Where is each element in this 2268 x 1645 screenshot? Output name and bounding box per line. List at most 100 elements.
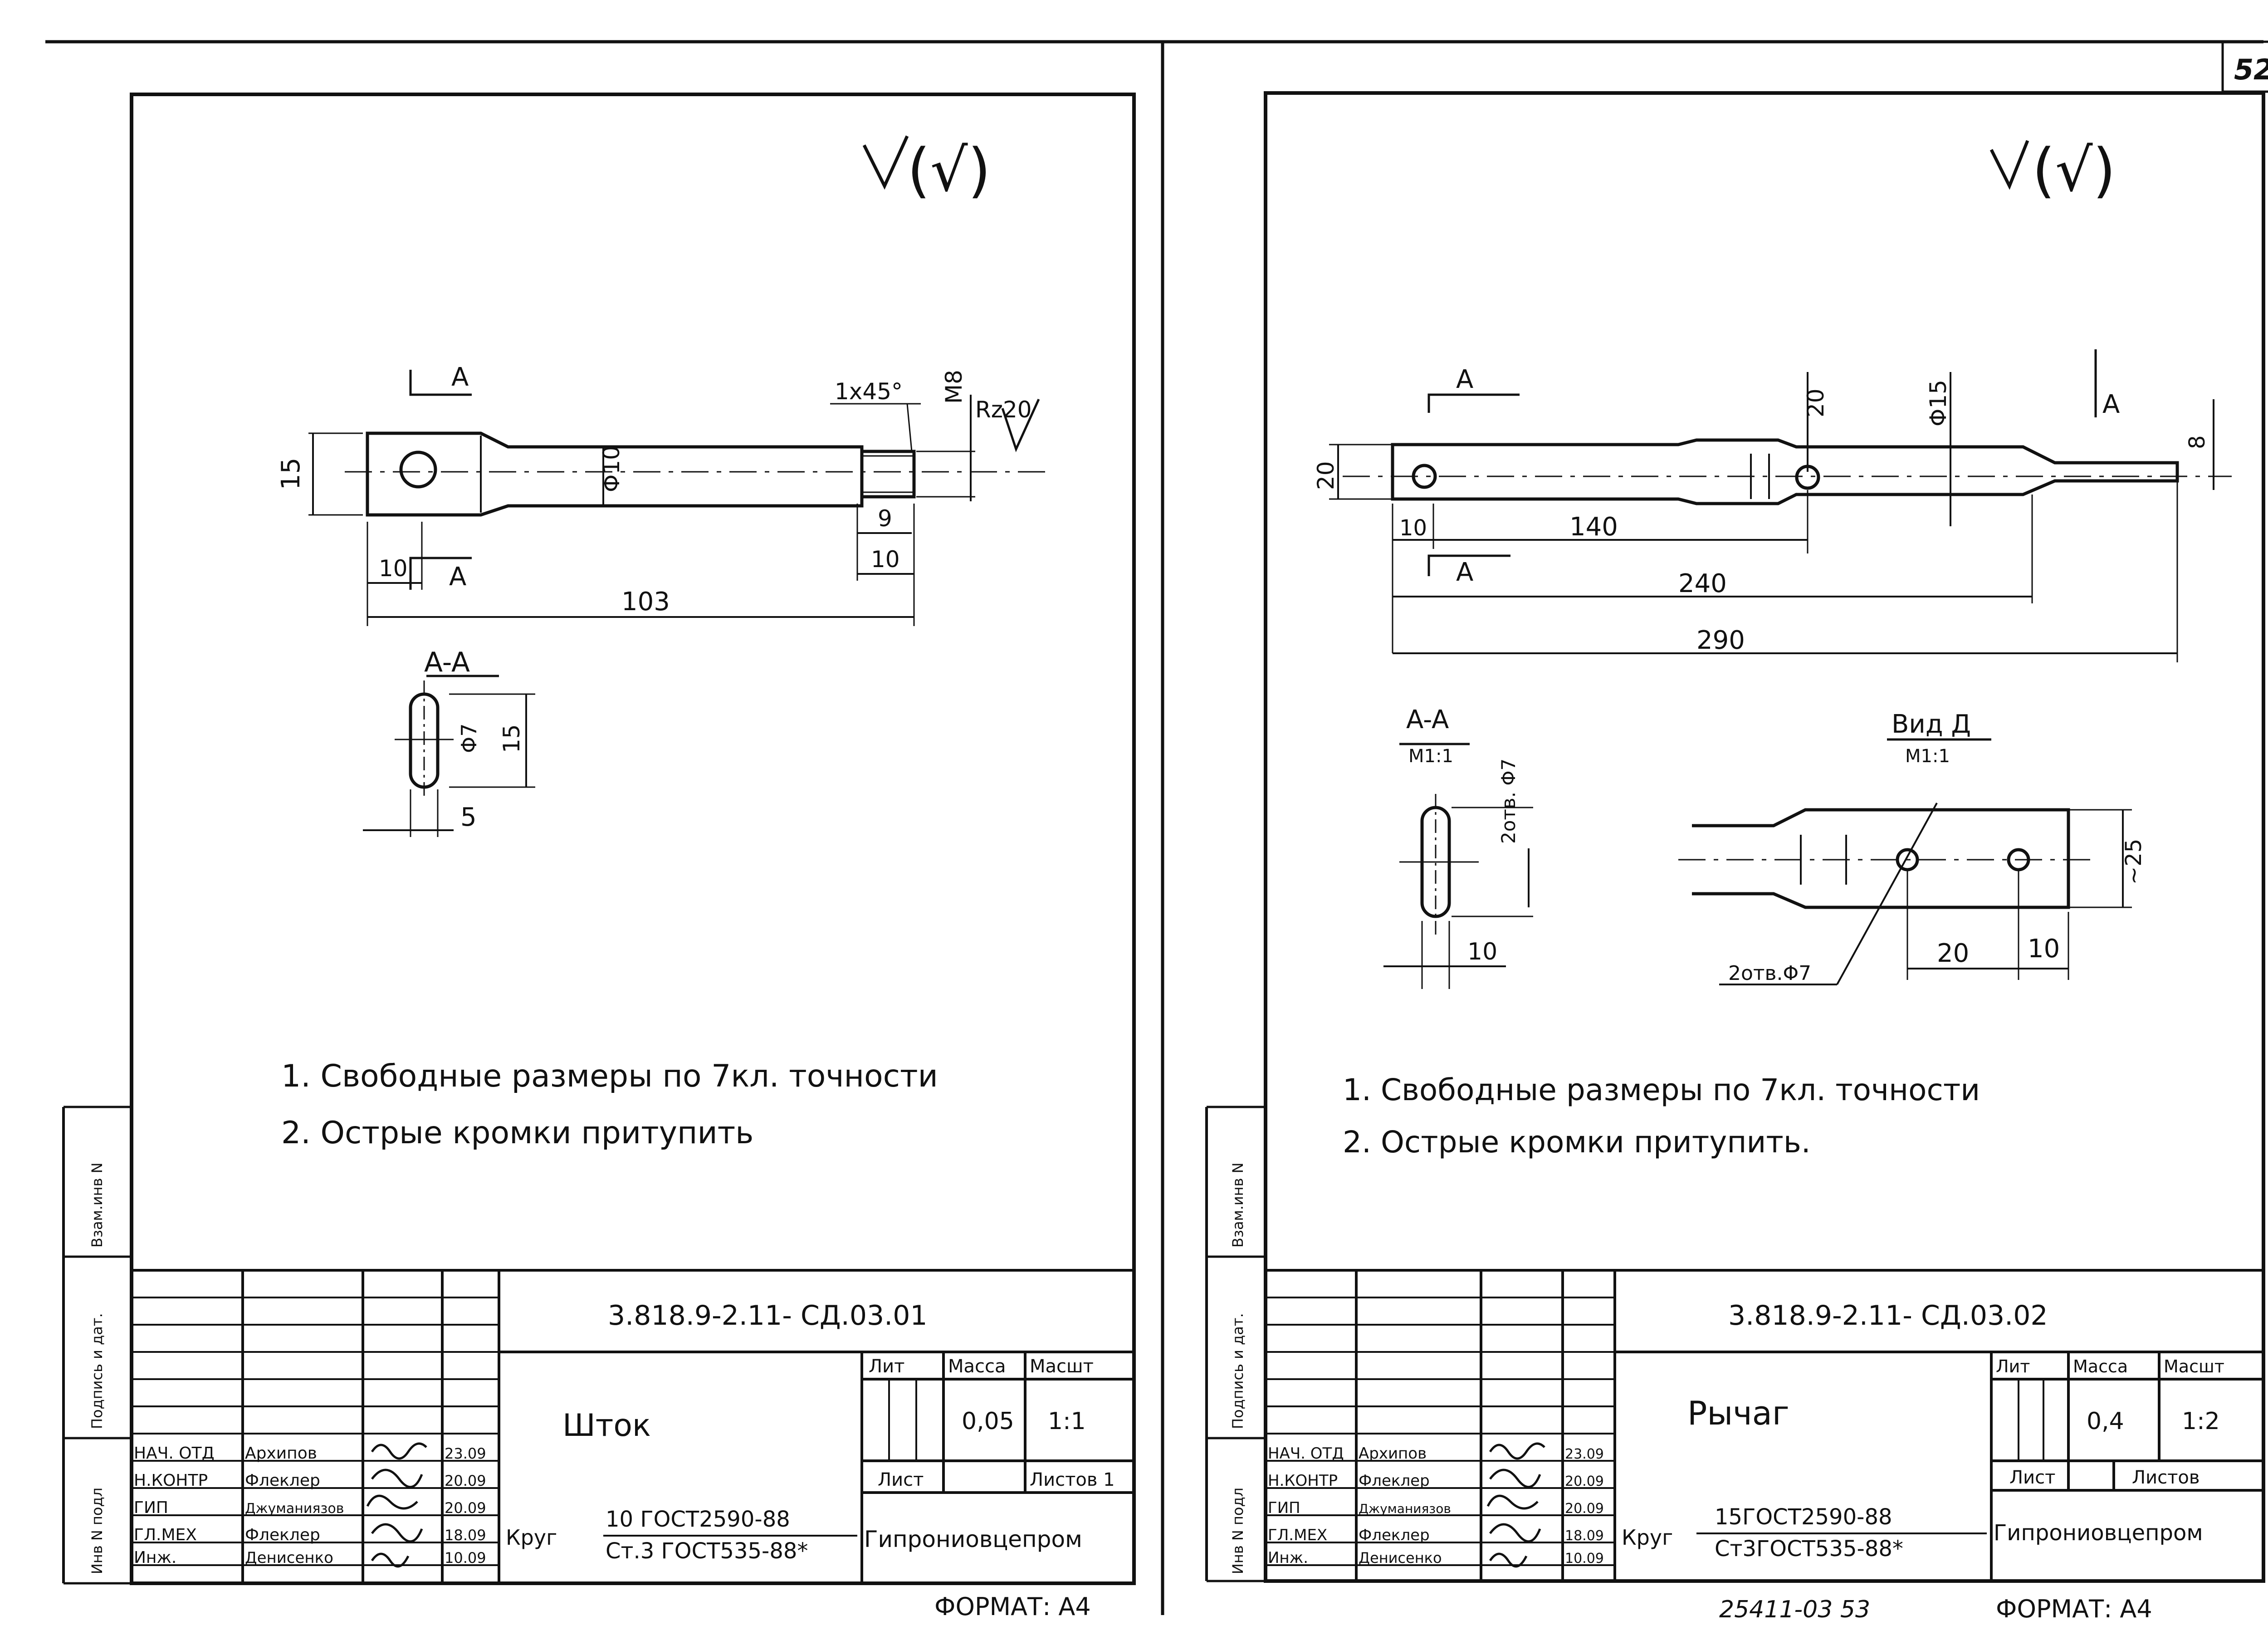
left-stamp-zam: Взам.инв N [88,1162,106,1248]
right-dim-8: 8 [2185,435,2210,449]
left-hdr-mass: Масса [948,1356,1006,1377]
left-dim-a-bottom: A [449,562,466,592]
right-dim-20-left: 20 [1313,461,1339,490]
left-surface-finish: (√) [907,136,991,205]
right-role-2: Н.КОНТР [1268,1472,1338,1490]
left-material-bottom: Ст.3 ГОСТ535-88* [606,1538,808,1564]
right-name-4: Флеклер [1359,1526,1430,1544]
left-date-2: 20.09 [445,1472,486,1489]
left-dim-10: 10 [379,555,408,582]
right-date-3: 20.09 [1565,1501,1604,1517]
right-view-scale: M1:1 [1905,746,1950,767]
left-hdr-sheets: Листов 1 [1030,1469,1115,1490]
right-note-1: 1. Свободные размеры по 7кл. точности [1343,1072,1980,1107]
left-designation: 3.818.9-2.11- СД.03.01 [608,1300,928,1332]
right-dim-140: 140 [1569,512,1618,542]
right-format: ФОРМАТ: А4 [1996,1595,2152,1623]
left-name-1: Архипов [245,1444,317,1463]
right-org: Гипрониовцепром [1994,1520,2203,1546]
left-name-2: Флеклер [245,1471,320,1490]
right-part-name: Рычаг [1687,1394,1789,1432]
right-view-25: ~25 [2121,839,2146,885]
left-part-name: Шток [562,1408,651,1444]
right-dim-240: 240 [1678,569,1727,598]
right-view-10: 10 [2028,934,2060,964]
right-note-2: 2. Острые кромки притупить. [1343,1125,1811,1160]
left-hdr-scale: Масшт [1030,1356,1094,1377]
left-part-drawing [308,370,1048,837]
right-dim-10: 10 [1399,515,1427,541]
left-dim-m8: M8 [941,370,967,404]
right-date-1: 23.09 [1565,1446,1604,1462]
left-material-prefix: Круг [506,1525,557,1550]
left-role-3: ГИП [134,1498,168,1517]
left-date-4: 18.09 [445,1527,486,1544]
right-name-2: Флеклер [1359,1472,1430,1490]
right-surface-check-icon [1989,140,2029,190]
right-date-4: 18.09 [1565,1528,1604,1544]
left-surface-check-icon [862,135,909,190]
left-section-15: 15 [499,724,525,753]
right-material-top: 15ГОСТ2590-88 [1715,1504,1892,1530]
left-section-title: A-A [424,646,470,678]
right-mass-value: 0,4 [2087,1408,2124,1435]
right-hdr-mass: Масса [2073,1356,2128,1376]
right-stamp-sign: Подпись и дат. [1229,1313,1246,1429]
left-note-1: 1. Свободные размеры по 7кл. точности [281,1058,938,1094]
left-name-5: Денисенко [245,1549,333,1567]
left-dim-rz: Rz20 [975,397,1032,423]
right-stamp-zam: Взам.инв N [1229,1162,1246,1248]
right-view-20: 20 [1937,939,1969,968]
left-org: Гипрониовцепром [864,1526,1082,1552]
right-surface-finish: (√) [2032,136,2116,205]
left-mass-value: 0,05 [962,1408,1014,1435]
right-material-bottom: Ст3ГОСТ535-88* [1715,1536,1903,1562]
right-hdr-lit: Лит [1996,1356,2030,1376]
left-role-5: Инж. [134,1548,176,1567]
right-dim-20-top: 20 [1803,388,1829,417]
left-role-4: ГЛ.МЕХ [134,1526,197,1544]
left-dim-a-top: A [451,362,469,392]
left-scale-value: 1:1 [1048,1408,1086,1435]
right-section-scale: M1:1 [1408,746,1453,767]
right-name-5: Денисенко [1359,1549,1442,1567]
right-dim-290: 290 [1696,626,1745,655]
right-view-title: Вид Д [1892,710,1971,739]
left-name-3: Джуманиязов [245,1501,344,1517]
right-role-5: Инж. [1268,1549,1308,1567]
right-material-prefix: Круг [1622,1525,1673,1550]
left-role-2: Н.КОНТР [134,1471,208,1490]
left-name-4: Флеклер [245,1526,320,1544]
left-dim-chamfer: 1x45° [835,378,903,405]
right-stamp-inv: Инв N подл [1229,1488,1246,1574]
left-section-phi7: Φ7 [457,724,481,753]
right-scale-value: 1:2 [2182,1408,2220,1435]
signature-marks [366,1442,1545,1568]
right-role-3: ГИП [1268,1499,1300,1517]
right-section-10: 10 [1467,938,1497,965]
left-dim-phi10: Φ10 [598,446,625,492]
right-dim-a-bottom: A [1456,558,1473,587]
right-dim-a-right: A [2102,390,2120,419]
right-date-2: 20.09 [1565,1474,1604,1489]
right-hdr-scale: Масшт [2164,1356,2224,1376]
left-format: ФОРМАТ: А4 [934,1592,1091,1621]
right-section-title: A-A [1406,705,1449,734]
right-part-drawing [1329,349,2232,989]
left-date-1: 23.09 [445,1445,486,1462]
right-designation: 3.818.9-2.11- СД.03.02 [1728,1300,2048,1332]
left-dim-10-right: 10 [871,546,900,573]
right-view-holes: 2отв.Φ7 [1728,962,1811,985]
right-hdr-sheets: Листов [2132,1467,2200,1488]
left-stamp-inv: Инв N подл [88,1488,106,1574]
left-role-1: НАЧ. ОТД [134,1444,215,1463]
left-section-5: 5 [460,803,477,832]
right-date-5: 10.09 [1565,1551,1604,1567]
right-role-1: НАЧ. ОТД [1268,1444,1344,1463]
right-dim-phi15: Φ15 [1925,380,1951,426]
left-date-3: 20.09 [445,1499,486,1517]
right-role-4: ГЛ.МЕХ [1268,1526,1327,1544]
right-name-1: Архипов [1359,1444,1427,1463]
left-hdr-lit: Лит [869,1356,904,1377]
